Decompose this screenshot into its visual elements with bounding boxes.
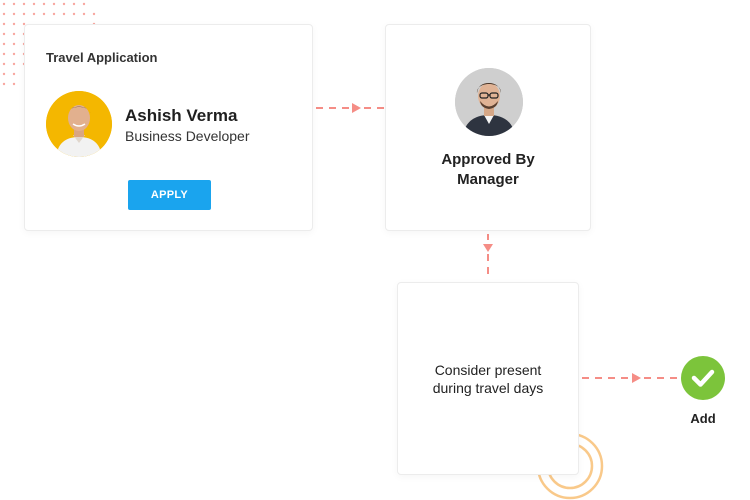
add-label: Add [690, 411, 716, 426]
consider-line-1: Consider present [434, 362, 542, 378]
approved-by-manager-card: Approved By Manager [385, 24, 591, 231]
approval-step-label: Approved By Manager [386, 150, 590, 190]
consider-step-label: Consider present during travel days [398, 361, 578, 397]
arrow-head-right [632, 373, 641, 383]
consider-present-card: Consider present during travel days [397, 282, 579, 475]
manager-photo-icon [455, 68, 523, 136]
consider-line-2: during travel days [432, 380, 544, 396]
user-name: Ashish Verma [125, 106, 238, 125]
approval-line-2: Manager [457, 171, 519, 188]
arrow-head-down [483, 244, 493, 252]
checkmark-icon [691, 369, 715, 387]
approval-line-1: Approved By [441, 151, 535, 168]
add-button[interactable] [681, 356, 725, 400]
card-title: Travel Application [46, 50, 158, 65]
travel-application-card: Travel Application Ashish Verma Business… [24, 24, 313, 231]
arrow-head-right [352, 103, 361, 113]
user-role: Business Developer [125, 128, 250, 144]
apply-button[interactable]: APPLY [128, 180, 211, 210]
user-photo-icon [46, 91, 112, 157]
